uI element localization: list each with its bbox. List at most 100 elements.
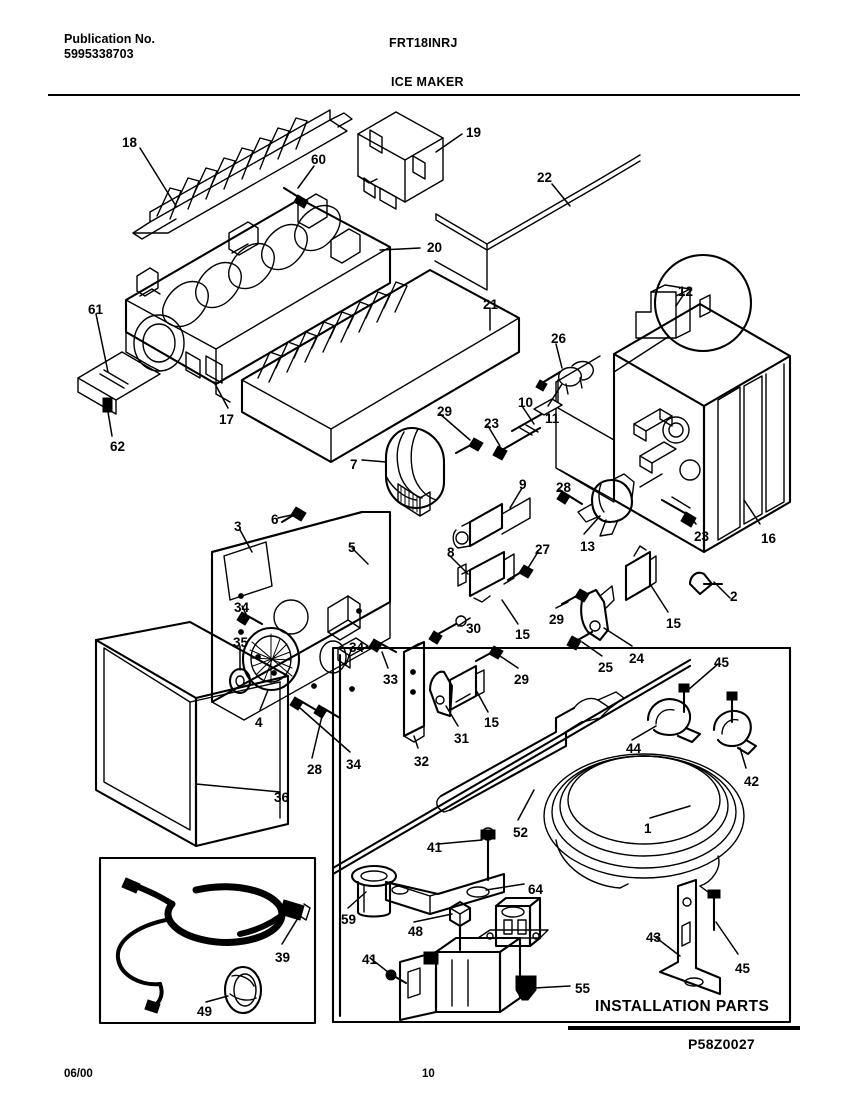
part-screw-45c [707, 889, 721, 932]
callout-number-29: 29 [549, 612, 565, 627]
part-motor-7 [384, 426, 446, 517]
part-harness-second [115, 918, 168, 1014]
part-water-tubing-1 [543, 753, 745, 893]
callout-number-25: 25 [598, 660, 614, 675]
callout-number-9: 9 [519, 477, 527, 492]
callout-number-41: 41 [362, 952, 378, 967]
callout-number-41: 41 [427, 840, 443, 855]
callout-number-15: 15 [515, 627, 531, 642]
part-screw-25 [566, 630, 594, 651]
part-thermostat-13 [577, 473, 635, 537]
part-solenoid-9 [452, 497, 531, 549]
callout-number-52: 52 [513, 825, 529, 840]
part-bracket-43 [658, 878, 722, 996]
callout-number-10: 10 [518, 395, 534, 410]
part-module-15c [624, 545, 657, 602]
installation-parts-panel [331, 646, 792, 1024]
drawing-code: P58Z0027 [688, 1036, 756, 1052]
callout-number-1: 1 [644, 821, 652, 836]
part-gasket-3 [223, 541, 273, 601]
part-switch-8 [457, 550, 515, 603]
callout-number-12: 12 [678, 284, 694, 299]
part-screw-45b [726, 691, 738, 724]
part-clamp-44 [646, 698, 702, 744]
part-screw-29b [560, 588, 590, 606]
part-screw-23b [660, 498, 697, 528]
callout-number-13: 13 [580, 539, 596, 554]
part-bracket-32 [402, 640, 426, 743]
publication-block: Publication No. 5995338703 [64, 32, 155, 62]
callout-number-44: 44 [626, 741, 642, 756]
callout-number-21: 21 [483, 297, 499, 312]
part-screw-41a [480, 827, 496, 882]
callout-number-5: 5 [348, 540, 356, 555]
part-screw-27 [506, 564, 534, 582]
callout-number-8: 8 [447, 545, 455, 560]
part-screw-30 [428, 615, 467, 645]
callout-number-64: 64 [528, 882, 544, 897]
part-panel-5 [210, 510, 392, 721]
callout-number-48: 48 [408, 924, 424, 939]
callout-number-23: 23 [694, 529, 710, 544]
part-plate-61 [77, 351, 161, 415]
part-harness-39 [121, 877, 311, 946]
callout-number-34: 34 [346, 757, 362, 772]
header-rule [48, 94, 800, 96]
callout-number-59: 59 [341, 912, 357, 927]
callout-number-20: 20 [427, 240, 443, 255]
publication-number: 5995338703 [64, 47, 134, 61]
callout-number-45: 45 [714, 655, 730, 670]
callout-number-61: 61 [88, 302, 104, 317]
part-stripper-21 [240, 268, 521, 464]
footer-rule [568, 1026, 800, 1030]
callout-number-15: 15 [666, 616, 682, 631]
callout-number-49: 49 [197, 1004, 213, 1019]
callout-number-27: 27 [535, 542, 551, 557]
callout-number-55: 55 [575, 981, 591, 996]
callout-number-32: 32 [414, 754, 430, 769]
callout-number-28: 28 [556, 480, 572, 495]
callout-number-3: 3 [234, 519, 242, 534]
model-number: FRT18INRJ [389, 36, 458, 50]
leader-lines [95, 133, 761, 1003]
publication-label: Publication No. [64, 32, 155, 46]
part-shaft-10 [510, 398, 563, 433]
revision-date: 06/00 [64, 1068, 93, 1080]
part-clip-11 [558, 360, 594, 395]
part-screw-29a [454, 437, 484, 455]
part-screw-6 [280, 506, 307, 524]
part-screw-45a [678, 683, 690, 714]
callout-number-17: 17 [219, 412, 235, 427]
callout-number-11: 11 [545, 411, 560, 426]
callout-number-19: 19 [466, 125, 482, 140]
part-nut-48 [448, 900, 472, 952]
callout-number-15: 15 [484, 715, 500, 730]
part-screw-26a [535, 370, 562, 392]
part-wire-22 [434, 154, 641, 291]
part-screw-60 [282, 186, 309, 209]
callout-number-2: 2 [730, 589, 738, 604]
callout-number-6: 6 [271, 512, 279, 527]
part-clamp-42 [712, 710, 758, 756]
callout-number-36: 36 [274, 790, 290, 805]
callout-number-28: 28 [307, 762, 323, 777]
part-pulley-4 [228, 626, 301, 695]
callout-number-22: 22 [537, 170, 553, 185]
part-lever-24 [580, 585, 615, 642]
callout-number-30: 30 [466, 621, 482, 636]
part-rake-18 [132, 109, 353, 240]
part-screw-33 [368, 638, 398, 654]
callout-number-39: 39 [275, 950, 291, 965]
callout-number-35: 35 [233, 635, 249, 650]
part-bracket-64 [384, 872, 506, 916]
page-number: 10 [422, 1068, 435, 1080]
callout-number-23: 23 [484, 416, 500, 431]
part-screw-28 [556, 490, 584, 506]
callout-number-62: 62 [110, 439, 126, 454]
part-screw-23a [492, 424, 542, 461]
part-switch-15b [448, 664, 485, 712]
callout-number-26: 26 [551, 331, 567, 346]
callout-number-34: 34 [349, 640, 365, 655]
part-screw-41b [385, 969, 408, 985]
